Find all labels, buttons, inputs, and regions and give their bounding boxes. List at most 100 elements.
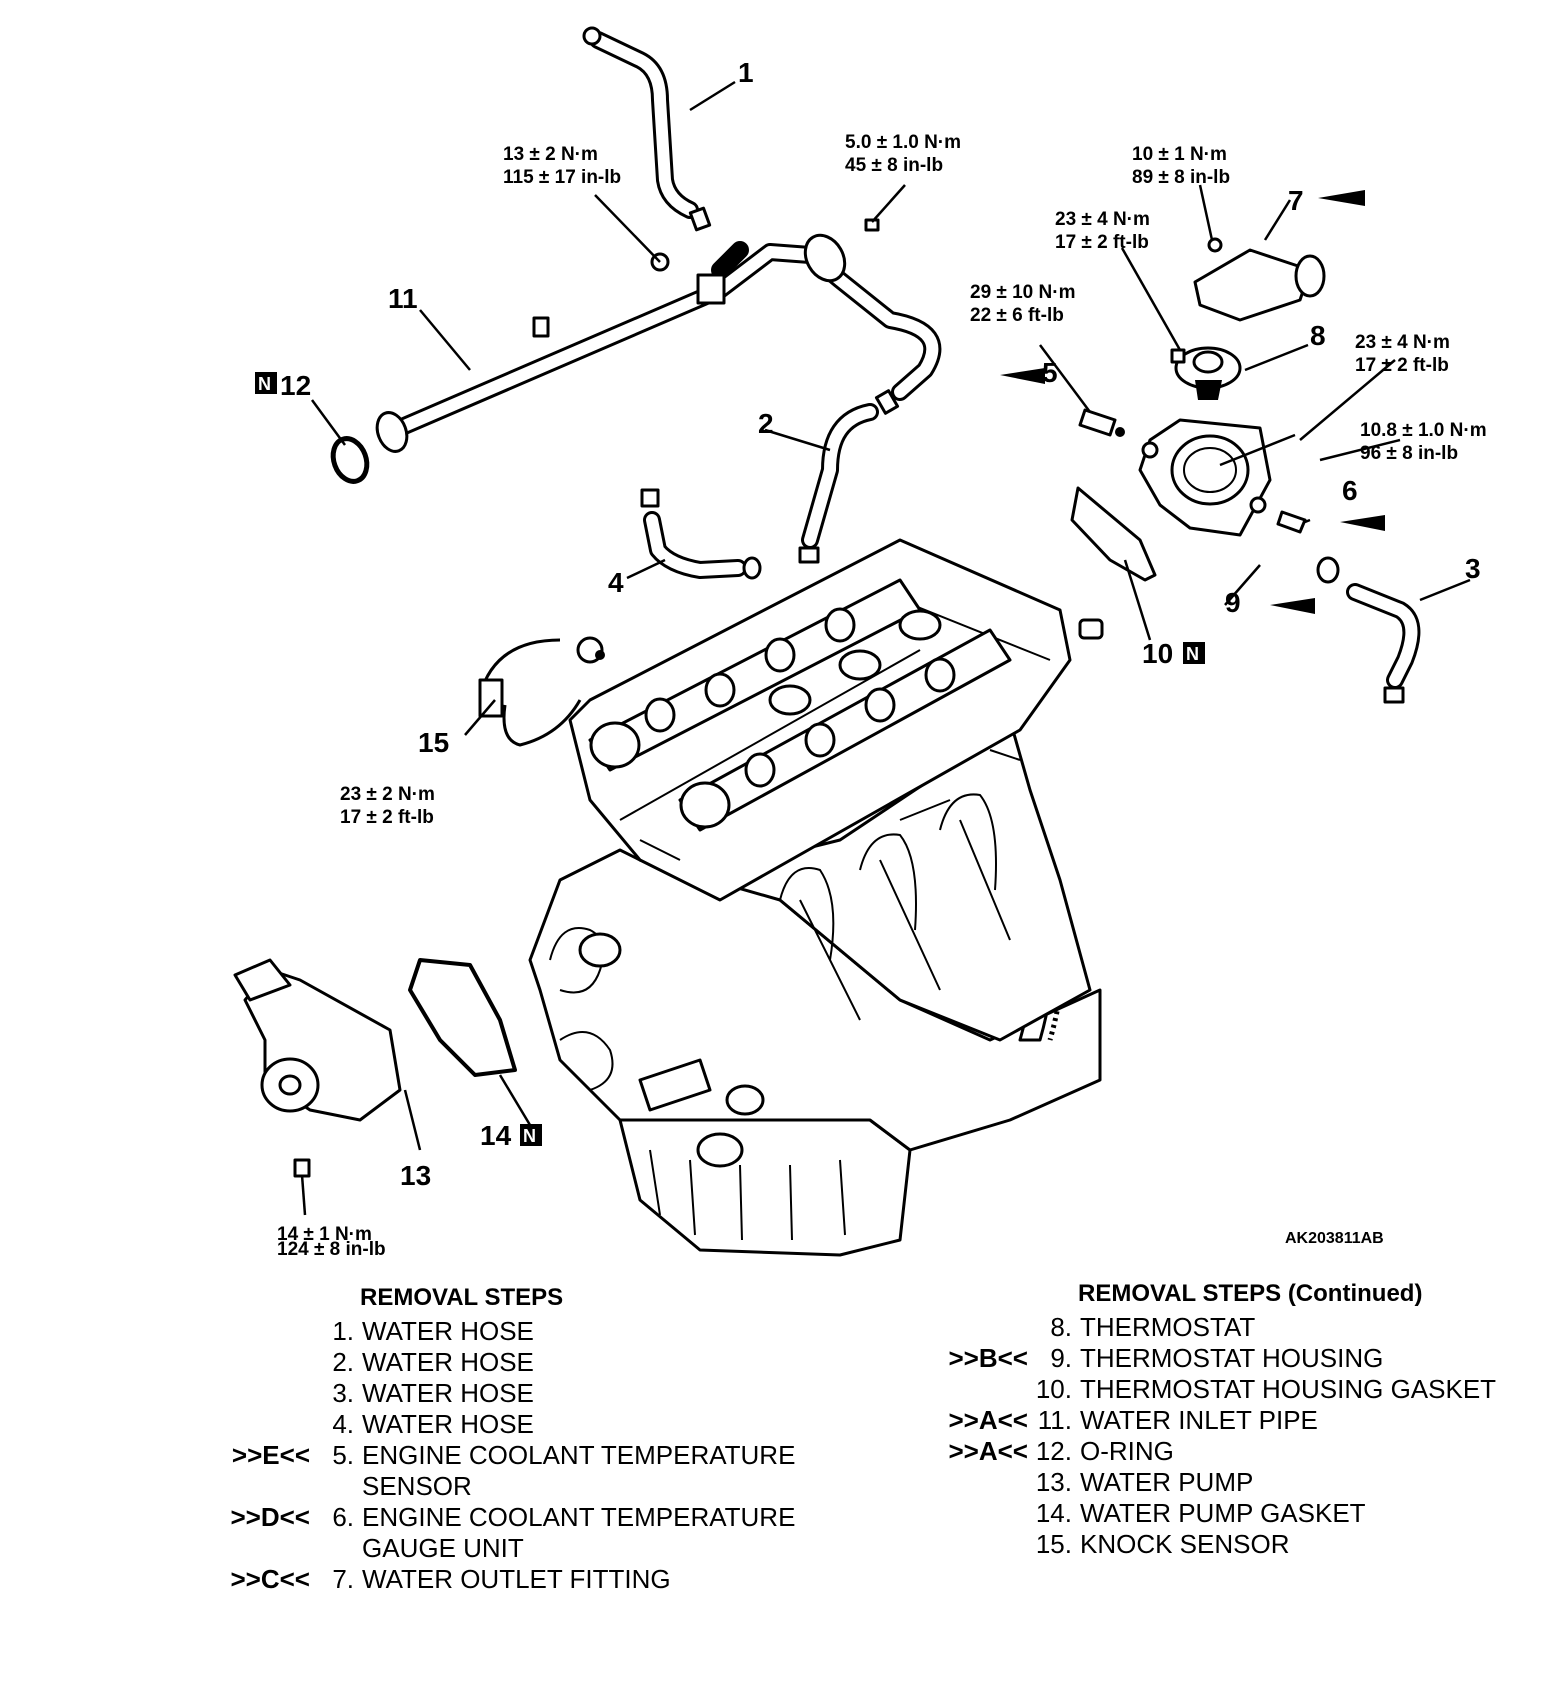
callout-8: 8 (1310, 320, 1326, 351)
water-hose-4 (640, 488, 762, 580)
step-text: WATER HOSE (362, 1316, 534, 1346)
torque-gauge6-imperial: 96 ± 8 in-lb (1360, 443, 1458, 464)
callout-4: 4 (608, 567, 624, 598)
step-text: WATER HOSE (362, 1409, 534, 1439)
callout-15: 15 (418, 727, 449, 758)
step-number: 12. (1035, 1436, 1072, 1466)
step-number: 8. (1050, 1312, 1072, 1342)
water-hose-3 (1316, 556, 1421, 704)
step-number: 10. (1035, 1374, 1072, 1404)
step-number: 2. (332, 1347, 354, 1377)
removal-step-row: >>B<< 9. THERMOSTAT HOUSING (938, 1343, 1496, 1374)
torque-housing-top-imperial: 17 ± 2 ft-lb (1055, 232, 1149, 253)
torque-pipe-top-imperial: 45 ± 8 in-lb (845, 155, 943, 176)
step-text: WATER PUMP (1080, 1467, 1254, 1497)
torque-knock-imperial: 17 ± 2 ft-lb (340, 807, 434, 828)
coolant-temp-sensor-5 (1078, 408, 1125, 437)
step-procedure-mark: >>A<< (948, 1405, 1028, 1435)
step-text: THERMOSTAT HOUSING (1080, 1343, 1384, 1373)
torque-specs: 13 ± 2 N·m 115 ± 17 in-lb 5.0 ± 1.0 N·m … (277, 132, 1487, 1260)
step-procedure-mark (938, 1374, 1028, 1405)
coolant-temp-gauge-unit-6 (1276, 510, 1307, 534)
torque-pipe-bolt-metric: 13 ± 2 N·m (503, 144, 598, 165)
torque-housing-bolt-metric: 23 ± 4 N·m (1355, 332, 1450, 353)
step-number: 3. (332, 1378, 354, 1408)
step-procedure-mark (938, 1498, 1028, 1529)
knock-sensor-15 (478, 636, 605, 747)
callout-10: 10 (1142, 638, 1173, 669)
removal-step-row: 2. WATER HOSE (220, 1347, 795, 1378)
callout-11: 11 (388, 283, 418, 314)
callout-3: 3 (1465, 553, 1481, 584)
step-number: 9. (1050, 1343, 1072, 1373)
new-part-badge-14 (520, 1124, 542, 1146)
step-number: 5. (332, 1440, 354, 1470)
step-procedure-mark (938, 1312, 1028, 1343)
callout-13: 13 (400, 1160, 431, 1191)
removal-step-row: 15. KNOCK SENSOR (938, 1529, 1496, 1560)
step-number: 6. (332, 1502, 354, 1532)
step-number: 4. (332, 1409, 354, 1439)
callout-12: 12 (280, 370, 311, 401)
step-number: 11. (1037, 1405, 1072, 1435)
step-text: O-RING (1080, 1436, 1174, 1466)
removal-step-row: 13. WATER PUMP (938, 1467, 1496, 1498)
removal-step-continuation: SENSOR (220, 1471, 795, 1502)
step-text: WATER PUMP GASKET (1080, 1498, 1366, 1528)
svg-text:N: N (523, 1126, 536, 1146)
exploded-view-diagram: 1 2 3 4 5 6 7 8 9 10 N 11 N 12 13 14 N 1… (233, 26, 1487, 1260)
torque-sensor5-metric: 29 ± 10 N·m (970, 282, 1075, 303)
callout-7: 7 (1288, 185, 1304, 216)
water-pump-gasket-14 (408, 958, 517, 1077)
thermostat-housing-gasket-10 (1070, 486, 1157, 582)
removal-step-continuation: GAUGE UNIT (220, 1533, 795, 1564)
step-number: 15. (1035, 1529, 1072, 1559)
step-procedure-mark (220, 1347, 310, 1378)
step-text-continued: GAUGE UNIT (362, 1533, 524, 1563)
water-hose-2 (798, 389, 900, 564)
svg-text:N: N (1186, 644, 1199, 664)
torque-pipe-top-metric: 5.0 ± 1.0 N·m (845, 132, 961, 153)
step-text: THERMOSTAT (1080, 1312, 1256, 1342)
callout-5: 5 (1042, 357, 1058, 388)
removal-step-row: >>D<<6.ENGINE COOLANT TEMPERATURE (220, 1502, 795, 1533)
callout-9: 9 (1225, 587, 1241, 618)
torque-pump-imperial: 124 ± 8 in-lb (277, 1239, 386, 1260)
o-ring-12 (330, 436, 370, 484)
water-inlet-pipe-11 (375, 233, 942, 453)
water-pump-13 (233, 958, 402, 1122)
thermostat-8 (1174, 346, 1242, 400)
step-procedure-mark (938, 1529, 1028, 1560)
removal-step-row: 1.WATER HOSE (220, 1316, 795, 1347)
torque-outlet-metric: 10 ± 1 N·m (1132, 144, 1227, 165)
water-hose-1 (582, 26, 712, 232)
step-procedure-mark (220, 1409, 310, 1440)
step-number: 13. (1035, 1467, 1072, 1497)
sealant-icons (1000, 190, 1385, 614)
step-procedure-mark (938, 1467, 1028, 1498)
step-procedure-mark (220, 1378, 310, 1409)
removal-step-row: >>C<<7.WATER OUTLET FITTING (220, 1564, 795, 1595)
water-outlet-fitting-7 (1193, 237, 1326, 322)
step-text: WATER HOSE (362, 1347, 534, 1377)
step-text: KNOCK SENSOR (1080, 1529, 1290, 1559)
removal-step-row: 4. WATER HOSE (220, 1409, 795, 1440)
new-part-badge-12 (255, 372, 277, 394)
step-text: THERMOSTAT HOUSING GASKET (1080, 1374, 1497, 1404)
torque-outlet-imperial: 89 ± 8 in-lb (1132, 167, 1230, 188)
step-procedure-mark: >>B<< (948, 1343, 1028, 1373)
removal-step-row: 10. THERMOSTAT HOUSING GASKET (938, 1374, 1496, 1405)
callout-14: 14 (480, 1120, 512, 1151)
step-text: WATER HOSE (362, 1378, 534, 1408)
removal-step-row: 8. THERMOSTAT (938, 1312, 1496, 1343)
torque-housing-bolt-imperial: 17 ± 2 ft-lb (1355, 355, 1449, 376)
bolts (293, 218, 1296, 1178)
new-part-badge-10 (1183, 642, 1205, 664)
removal-step-row: >>A<<11.WATER INLET PIPE (938, 1405, 1496, 1436)
torque-gauge6-metric: 10.8 ± 1.0 N·m (1360, 420, 1487, 441)
leader-lines (300, 80, 1471, 1216)
torque-knock-metric: 23 ± 2 N·m (340, 784, 435, 805)
step-procedure-mark: >>C<< (230, 1564, 310, 1594)
removal-step-row: >>E<<5.ENGINE COOLANT TEMPERATURE (220, 1440, 795, 1471)
